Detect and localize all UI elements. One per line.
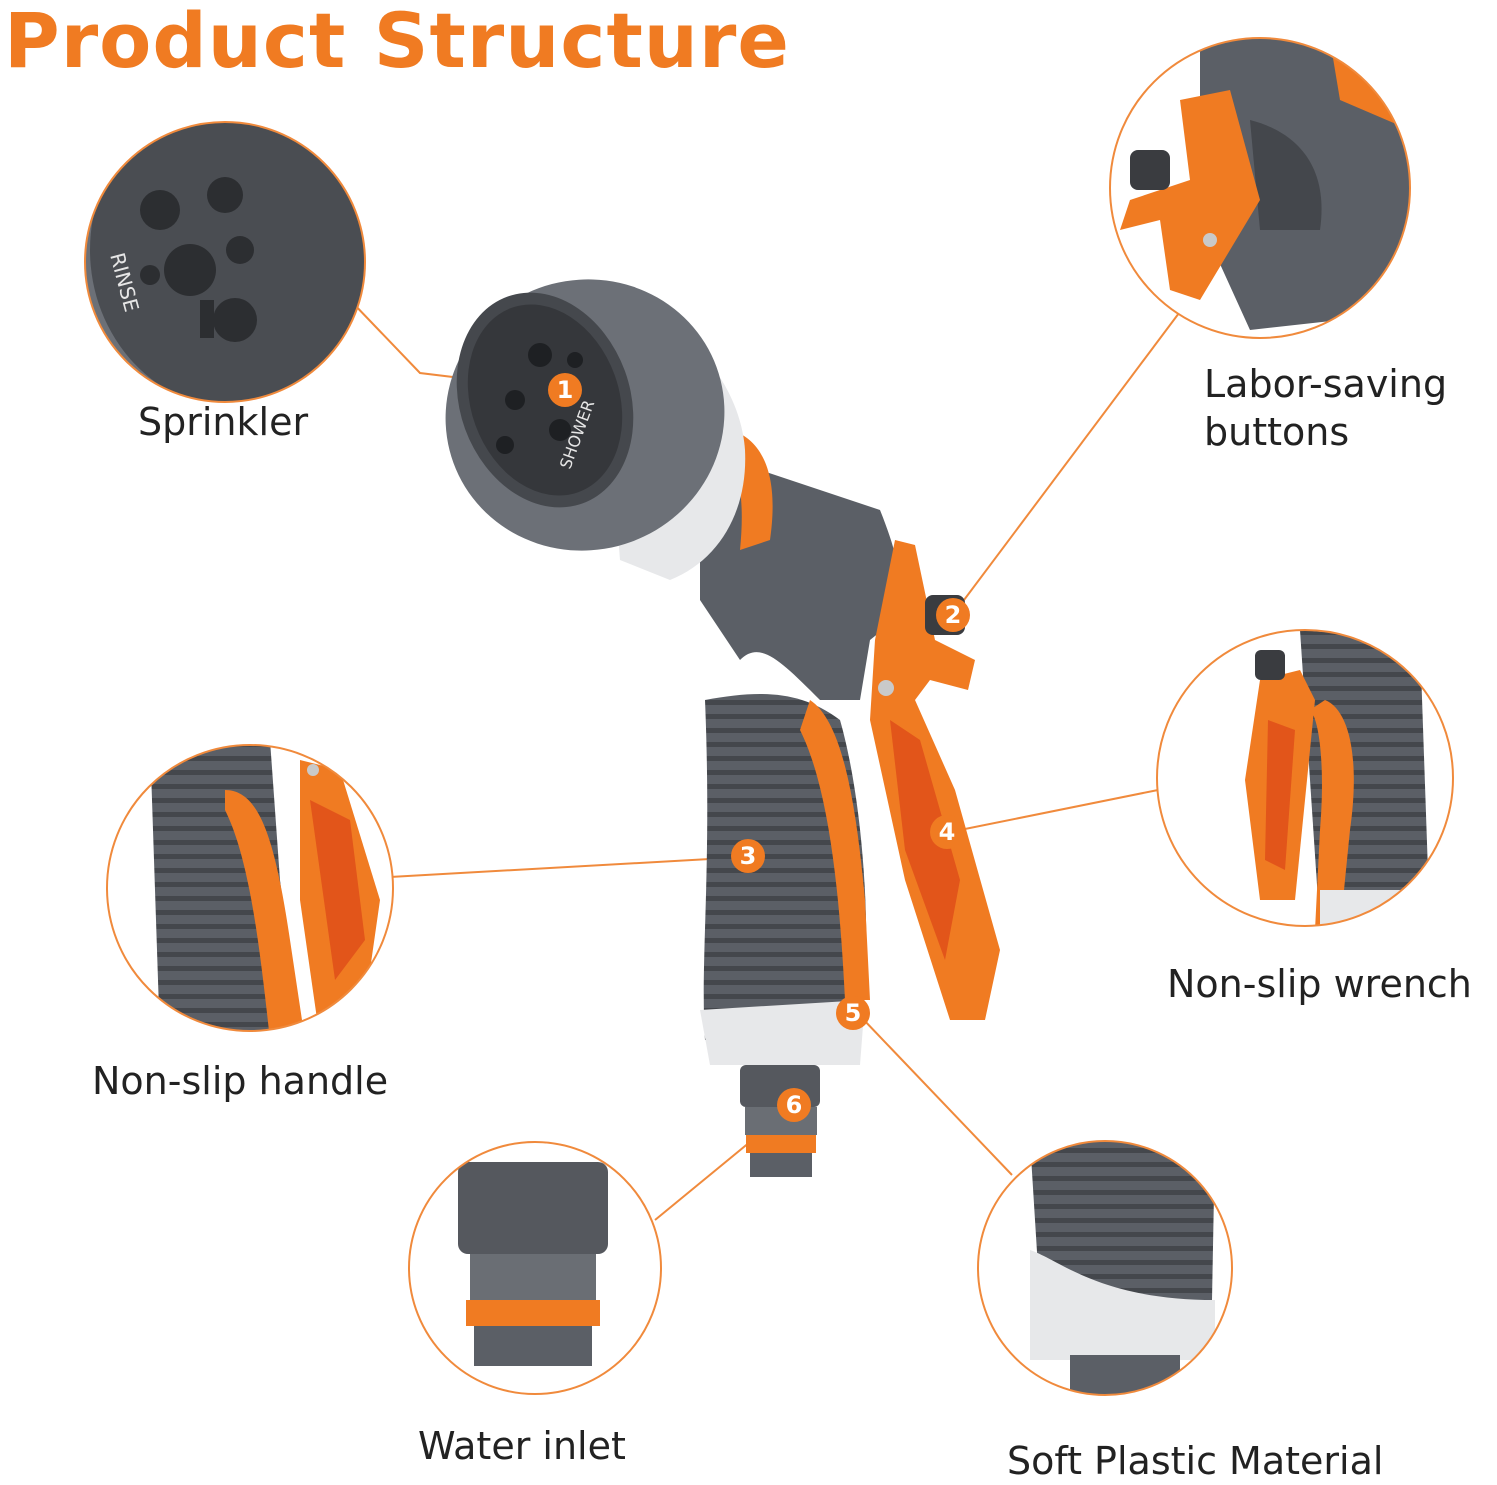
label-soft-plastic: Soft Plastic Material [1007,1439,1384,1483]
label-non-slip-wrench: Non-slip wrench [1167,962,1472,1006]
svg-text:6: 6 [786,1091,803,1119]
label-labor-saving-line2: buttons [1204,410,1350,454]
svg-text:2: 2 [945,601,962,629]
buttons-detail-circle [1109,37,1411,339]
badge-2: 2 [936,598,970,632]
wrench-detail-circle [1156,629,1454,927]
handle-detail-circle [106,744,394,1032]
connector-lines [349,299,1186,1221]
badge-4: 4 [930,815,964,849]
water-inlet-detail-circle [408,1141,662,1395]
svg-text:4: 4 [939,818,956,846]
svg-text:1: 1 [557,376,574,404]
badge-6: 6 [777,1088,811,1122]
badge-3: 3 [731,839,765,873]
label-water-inlet: Water inlet [418,1424,626,1468]
soft-plastic-detail-circle [977,1140,1233,1396]
label-sprinkler: Sprinkler [138,400,309,444]
badge-1: 1 [548,373,582,407]
hose-nozzle: SHOWER [445,279,1000,1177]
badge-5: 5 [836,996,870,1030]
svg-text:3: 3 [740,842,757,870]
label-non-slip-handle: Non-slip handle [92,1059,389,1103]
sprinkler-detail-circle: RINSE [84,121,366,403]
svg-text:5: 5 [845,999,862,1027]
label-labor-saving-line1: Labor-saving [1204,362,1448,406]
page-title: Product Structure [4,0,790,85]
